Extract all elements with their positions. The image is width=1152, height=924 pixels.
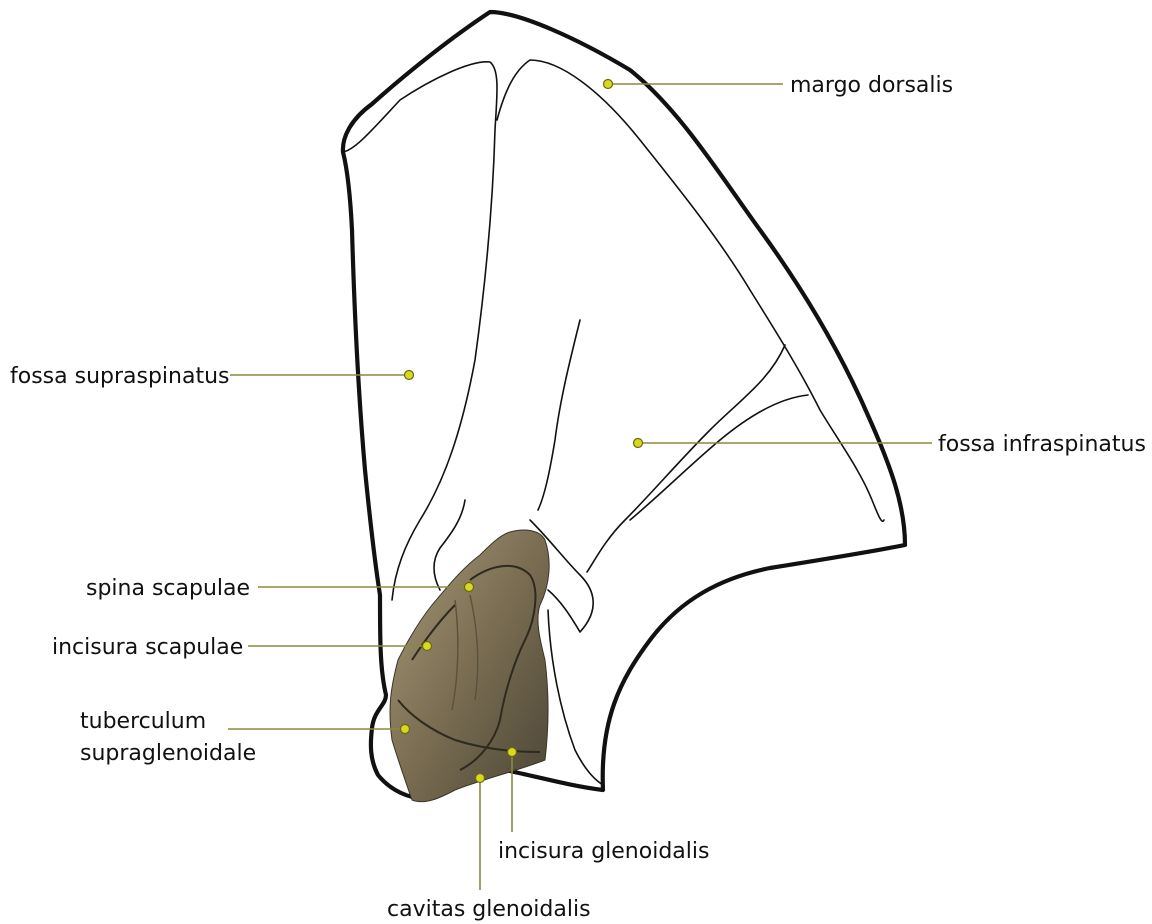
marker-dot <box>423 642 432 651</box>
label-cavitas-glenoidalis: cavitas glenoidalis <box>387 897 591 922</box>
label-incisura-glenoidalis: incisura glenoidalis <box>498 839 709 864</box>
annotation-incisura-scapulae: incisura scapulae <box>52 635 432 660</box>
marker-dot <box>405 371 414 380</box>
label-margo-dorsalis: margo dorsalis <box>790 73 953 98</box>
annotation-tuberculum-supraglenoidale: tuberculum supraglenoidale <box>80 709 410 766</box>
annotation-fossa-supraspinatus: fossa supraspinatus <box>10 364 414 389</box>
label-tuberculum-line1: tuberculum <box>80 709 206 734</box>
marker-dot <box>465 583 474 592</box>
label-fossa-infraspinatus: fossa infraspinatus <box>938 432 1146 457</box>
label-tuberculum-line2: supraglenoidale <box>80 741 256 766</box>
marker-dot <box>401 725 410 734</box>
marker-dot <box>604 80 613 89</box>
label-incisura-scapulae: incisura scapulae <box>52 635 243 660</box>
label-spina-scapulae: spina scapulae <box>86 576 250 601</box>
marker-dot <box>508 748 517 757</box>
label-fossa-supraspinatus: fossa supraspinatus <box>10 364 230 389</box>
marker-dot <box>634 439 643 448</box>
marker-dot <box>476 774 485 783</box>
